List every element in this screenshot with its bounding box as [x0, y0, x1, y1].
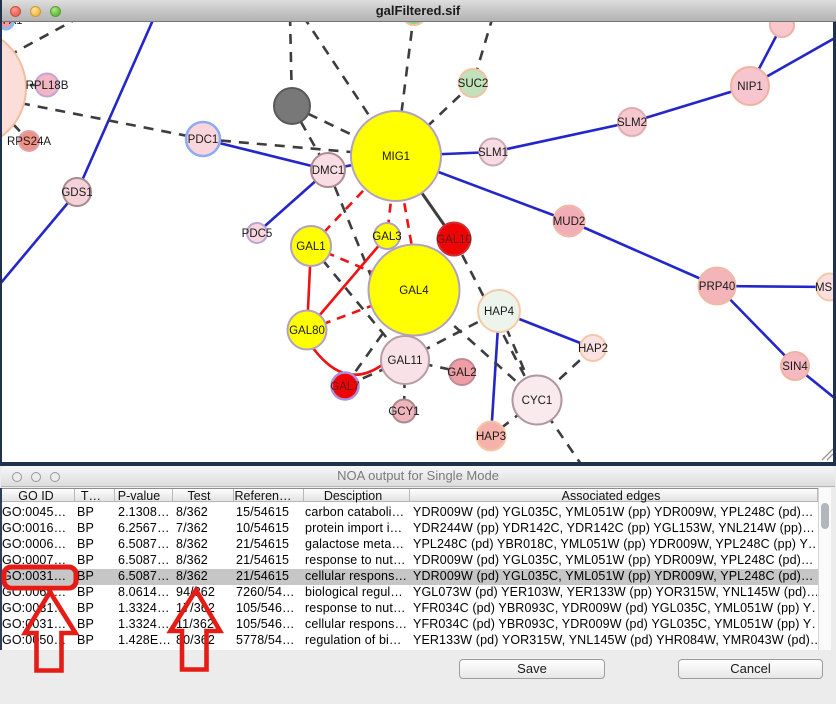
svg-text:SLM1: SLM1 — [478, 147, 508, 159]
svg-text:PRP40: PRP40 — [699, 281, 735, 293]
svg-text:GCY1: GCY1 — [388, 406, 419, 418]
svg-text:DMC1: DMC1 — [312, 165, 345, 177]
svg-text:HAP3: HAP3 — [476, 431, 506, 443]
svg-text:GAL11: GAL11 — [388, 355, 423, 367]
svg-text:HAP4: HAP4 — [484, 306, 515, 318]
svg-text:MFA1: MFA1 — [0, 22, 22, 27]
svg-text:CYC1: CYC1 — [522, 395, 553, 407]
svg-text:PDC1: PDC1 — [188, 134, 219, 146]
svg-text:MSL1: MSL1 — [815, 282, 836, 294]
svg-text:HAP2: HAP2 — [578, 343, 608, 355]
svg-text:MUD2: MUD2 — [553, 216, 586, 228]
svg-text:SIN4: SIN4 — [782, 361, 808, 373]
svg-text:RPS24A: RPS24A — [7, 136, 51, 148]
svg-text:GAL10: GAL10 — [436, 234, 472, 246]
svg-text:GDS1: GDS1 — [61, 187, 92, 199]
svg-text:PDC5: PDC5 — [242, 228, 273, 240]
svg-text:GAL2: GAL2 — [447, 367, 476, 379]
svg-text:GAL4: GAL4 — [399, 285, 429, 297]
svg-text:NIP1: NIP1 — [737, 81, 763, 93]
svg-text:GAL3: GAL3 — [372, 231, 401, 243]
svg-text:GAL7: GAL7 — [330, 381, 359, 393]
svg-text:MIG1: MIG1 — [382, 151, 410, 163]
svg-text:GAL1: GAL1 — [296, 241, 325, 253]
svg-text:SUC2: SUC2 — [458, 78, 489, 90]
svg-text:SLM2: SLM2 — [617, 117, 647, 129]
svg-text:GAL80: GAL80 — [289, 325, 325, 337]
svg-text:RPL18B: RPL18B — [26, 80, 69, 92]
